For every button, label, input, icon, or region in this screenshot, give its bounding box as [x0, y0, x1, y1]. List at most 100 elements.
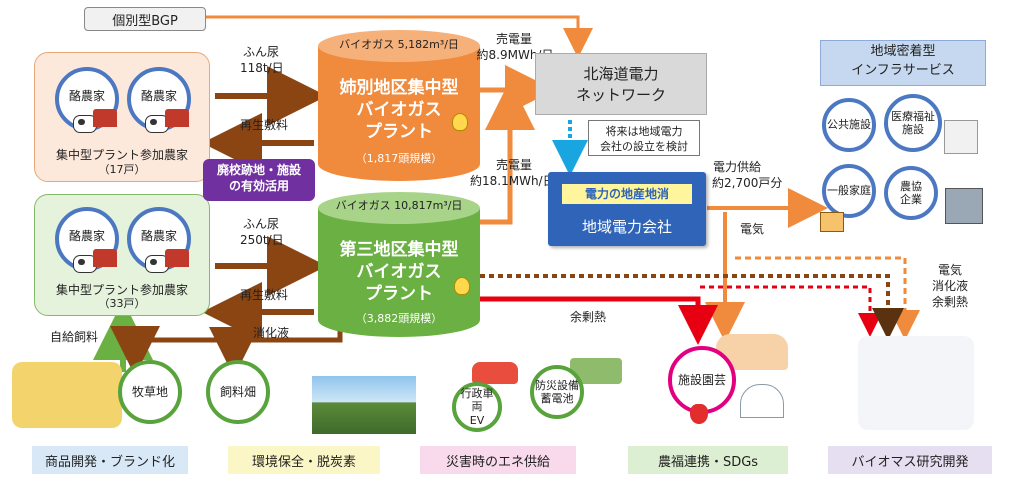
future-note-box: 将来は地域電力 会社の設立を検討 — [588, 120, 700, 156]
manure-1-amount: 118t/日 — [240, 61, 284, 75]
plant-1-scale: （1,817頭規模） — [355, 152, 443, 165]
individual-bgp-label: 個別型BGP — [112, 13, 178, 29]
school-reuse-box: 廃校跡地・施設 の有効活用 — [203, 159, 315, 201]
hokkaido-line2: ネットワーク — [575, 86, 666, 104]
public-facility-bubble: 公共施設 — [822, 98, 876, 152]
digestate-label: 消化液 — [253, 326, 290, 340]
feed-field-bubble: 飼料畑 — [206, 360, 270, 424]
hokkaido-line1: 北海道電力 — [583, 65, 659, 83]
future-note-line1: 将来は地域電力 — [605, 125, 683, 138]
coop-line1: 農協 — [900, 179, 922, 193]
medical-line2: 施設 — [902, 123, 924, 136]
pasture-bubble: 牧草地 — [118, 360, 182, 424]
school-reuse-line2: の有効活用 — [228, 179, 289, 194]
right-legend-electricity: 電気 — [937, 263, 962, 277]
barn-icon — [165, 249, 189, 267]
local-power-badge: 電力の地産地消 — [562, 184, 692, 204]
tag-disaster-energy-label: 災害時のエネ供給 — [445, 454, 550, 470]
house-icon — [820, 212, 844, 232]
medical-line1: 医療福祉 — [891, 109, 935, 123]
tag-biomass-research-label: バイオマス研究開発 — [851, 454, 969, 470]
infra-title-1: 地域密着型 — [870, 44, 936, 59]
admin-vehicle-line2: EV — [469, 413, 485, 427]
plant-2-gas: バイオガス 10,817m³/日 — [335, 199, 463, 212]
farm-label-2b: 酪農家 — [140, 229, 177, 243]
infra-title-2: インフラサービス — [851, 62, 955, 78]
farm-group-2-count: （33戸） — [98, 297, 146, 310]
farm-label-2a: 酪農家 — [68, 229, 105, 243]
barn-icon — [165, 109, 189, 127]
individual-bgp-box: 個別型BGP — [84, 7, 206, 31]
local-power-company-box: 電力の地産地消 地域電力会社 — [548, 172, 706, 246]
researcher-icon — [858, 336, 974, 430]
household-bubble: 一般家庭 — [822, 164, 876, 218]
future-note-line2: 会社の設立を検討 — [600, 140, 688, 154]
coop-line2: 企業 — [900, 193, 922, 206]
manure-1-label: ふん尿 — [243, 45, 280, 59]
plant-2-scale: （3,882頭規模） — [355, 312, 443, 325]
surplus-heat-label: 余剰熱 — [570, 310, 607, 324]
manure-2-amount: 250t/日 — [240, 233, 284, 247]
electricity-label: 電気 — [740, 222, 765, 236]
self-feed-label: 自給飼料 — [50, 330, 99, 344]
greenhouse-label: 施設園芸 — [677, 372, 726, 387]
sale-2-amount: 約18.1MWh/日 — [470, 174, 555, 188]
plant-1-cylinder — [318, 30, 480, 181]
farm-group-2: 酪農家 酪農家 集中型プラント参加農家 （33戸） — [34, 194, 210, 316]
sale-1-label: 売電量 — [495, 32, 532, 46]
battery-line2: 蓄電池 — [540, 392, 574, 405]
bedding-1-label: 再生敷料 — [240, 118, 289, 132]
local-power-name: 地域電力会社 — [581, 218, 672, 236]
tag-agri-welfare-label: 農福連携・SDGs — [657, 454, 759, 470]
sale-1-amount: 約8.9MWh/日 — [476, 48, 554, 62]
tag-product-branding-label: 商品開発・ブランド化 — [44, 454, 175, 470]
public-facility-label: 公共施設 — [827, 118, 871, 132]
barn-icon — [93, 249, 117, 267]
hospital-icon — [944, 120, 978, 154]
sale-2-label: 売電量 — [495, 158, 532, 172]
tag-product-branding: 商品開発・ブランド化 — [32, 446, 188, 474]
tag-environment: 環境保全・脱炭素 — [228, 446, 380, 474]
plant-2-title-3: プラント — [365, 284, 433, 305]
farm-group-2-label: 集中型プラント参加農家 — [55, 283, 188, 297]
power-supply-label: 電力供給 — [713, 160, 762, 174]
ev-car-icon — [472, 362, 518, 384]
tag-agri-welfare: 農福連携・SDGs — [628, 446, 788, 474]
hokkaido-network-box: 北海道電力 ネットワーク — [535, 53, 707, 115]
plant-2-cylinder — [318, 192, 480, 337]
plant-2-title-2: バイオガス — [356, 262, 442, 283]
medical-bubble: 医療福祉施設 — [884, 94, 942, 152]
battery-line1: 防災設備 — [535, 378, 579, 392]
infra-title-box: 地域密着型 インフラサービス — [820, 40, 986, 86]
tag-biomass-research: バイオマス研究開発 — [828, 446, 992, 474]
battery-bubble: 防災設備蓄電池 — [530, 365, 584, 419]
farm-group-1: 酪農家 酪農家 集中型プラント参加農家 （17戸） — [34, 52, 210, 182]
school-reuse-line1: 廃校跡地・施設 — [216, 163, 301, 177]
farm-label-1b: 酪農家 — [140, 89, 177, 103]
tag-environment-label: 環境保全・脱炭素 — [251, 454, 356, 470]
manure-2-label: ふん尿 — [243, 217, 280, 231]
glasshouse-icon — [740, 384, 784, 418]
bedding-2-label: 再生敷料 — [240, 288, 289, 302]
feed-field-label: 飼料畑 — [219, 384, 256, 399]
farm-group-1-label: 集中型プラント参加農家 — [55, 148, 188, 162]
right-legend-digestate: 消化液 — [931, 279, 968, 294]
food-products-image — [12, 362, 122, 428]
coop-bubble: 農協企業 — [884, 166, 938, 220]
farm-label-1a: 酪農家 — [68, 89, 105, 103]
factory-icon — [945, 188, 983, 224]
plant-2-title-1: 第三地区集中型 — [339, 240, 459, 260]
household-label: 一般家庭 — [827, 184, 871, 198]
tag-disaster-energy: 災害時のエネ供給 — [420, 446, 576, 474]
lightbulb-icon — [454, 277, 470, 295]
strawberry-icon — [690, 404, 708, 424]
barn-icon — [93, 109, 117, 127]
landscape-image — [312, 376, 416, 434]
admin-vehicle-line1: 行政車両 — [460, 387, 494, 414]
lightbulb-icon — [452, 113, 468, 131]
cow-icon — [145, 255, 169, 273]
power-supply-amount: 約2,700戸分 — [712, 176, 783, 190]
plant-1-title-1: 姉別地区集中型 — [339, 78, 459, 98]
